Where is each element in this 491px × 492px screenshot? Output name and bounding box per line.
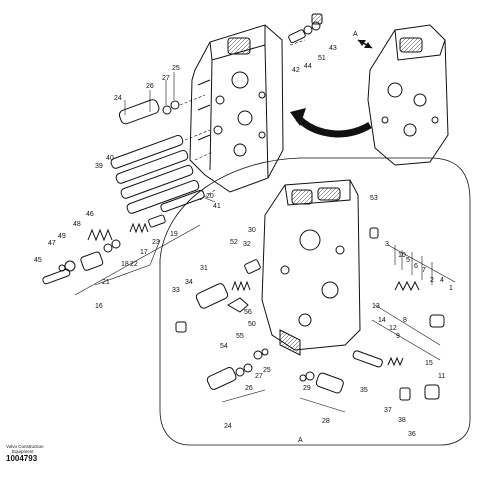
leader-lines-upper (74, 72, 216, 296)
brand-line-2: Equipment (12, 449, 34, 454)
part-label-9: 9 (396, 333, 400, 340)
assembly-guide-lines-upper (179, 39, 306, 201)
valve-block-view-a (367, 24, 449, 166)
spool-stack-upper (42, 99, 205, 285)
leader-lines-detail (221, 244, 456, 413)
part-label-18: 18 (121, 261, 129, 268)
part-label-52: 52 (230, 239, 238, 246)
part-label-46: 46 (86, 211, 94, 218)
part-label-4: 4 (440, 277, 444, 284)
part-label-51: 51 (318, 55, 326, 62)
part-label-17: 17 (140, 249, 148, 256)
part-label-49: 49 (58, 233, 66, 240)
part-label-12: 12 (389, 325, 397, 332)
part-label-30: 30 (248, 227, 256, 234)
valve-block-upper (189, 24, 284, 193)
part-label-27: 27 (162, 75, 170, 82)
part-label-24: 24 (224, 423, 232, 430)
part-label-23: 23 (152, 239, 160, 246)
part-label-24: 24 (114, 95, 122, 102)
part-label-54: 54 (220, 343, 228, 350)
part-label-27: 27 (255, 373, 263, 380)
part-label-56: 56 (244, 309, 252, 316)
part-label-34: 34 (185, 279, 193, 286)
part-label-25: 25 (263, 367, 271, 374)
footer-brand: Volvo Construction Equipment 1004793 (6, 444, 44, 464)
detail-view-a-panel (159, 157, 471, 446)
view-marker-top: A (353, 31, 358, 38)
part-label-42: 42 (292, 67, 300, 74)
view-direction-indicator (357, 39, 373, 49)
part-label-28: 28 (322, 418, 330, 425)
part-label-35: 35 (360, 387, 368, 394)
view-transfer-arrow (290, 108, 372, 138)
part-label-32: 32 (243, 241, 251, 248)
detail-parts (175, 227, 445, 401)
plug-parts-top (288, 13, 323, 44)
document-number: 1004793 (6, 454, 38, 463)
part-label-47: 47 (48, 240, 56, 247)
part-label-55: 55 (236, 333, 244, 340)
part-label-48: 48 (73, 221, 81, 228)
part-label-3: 3 (385, 241, 389, 248)
part-label-44: 44 (304, 63, 312, 70)
part-label-26: 26 (245, 385, 253, 392)
part-label-50: 50 (248, 321, 256, 328)
part-label-19: 19 (170, 231, 178, 238)
part-label-38: 38 (398, 417, 406, 424)
view-marker-bottom: A (298, 437, 303, 444)
part-label-16: 16 (95, 303, 103, 310)
part-label-39: 39 (95, 163, 103, 170)
part-label-26: 26 (146, 83, 154, 90)
part-label-29: 29 (303, 385, 311, 392)
part-label-22: 22 (130, 261, 138, 268)
part-label-14: 14 (378, 317, 386, 324)
part-label-6: 6 (414, 263, 418, 270)
part-label-37: 37 (384, 407, 392, 414)
part-label-40: 40 (106, 155, 114, 162)
part-label-8: 8 (403, 317, 407, 324)
part-label-43: 43 (329, 45, 337, 52)
part-label-11: 11 (438, 373, 445, 380)
part-label-15: 15 (425, 360, 433, 367)
part-label-45: 45 (34, 257, 42, 264)
part-label-20: 20 (206, 193, 214, 200)
part-label-41: 41 (213, 203, 221, 210)
part-label-7: 7 (422, 267, 426, 274)
part-label-13: 13 (372, 303, 380, 310)
part-label-1: 1 (449, 285, 453, 292)
part-label-25: 25 (172, 65, 180, 72)
valve-block-detail (261, 179, 361, 356)
brand-line-1: Volvo Construction (6, 444, 44, 449)
part-label-2: 2 (430, 277, 434, 284)
part-label-5: 5 (406, 257, 410, 264)
part-label-21: 21 (102, 279, 110, 286)
part-label-53: 53 (370, 195, 378, 202)
part-label-10: 10 (398, 252, 406, 259)
part-label-31: 31 (200, 265, 208, 272)
part-label-36: 36 (408, 431, 416, 438)
part-label-33: 33 (172, 287, 180, 294)
